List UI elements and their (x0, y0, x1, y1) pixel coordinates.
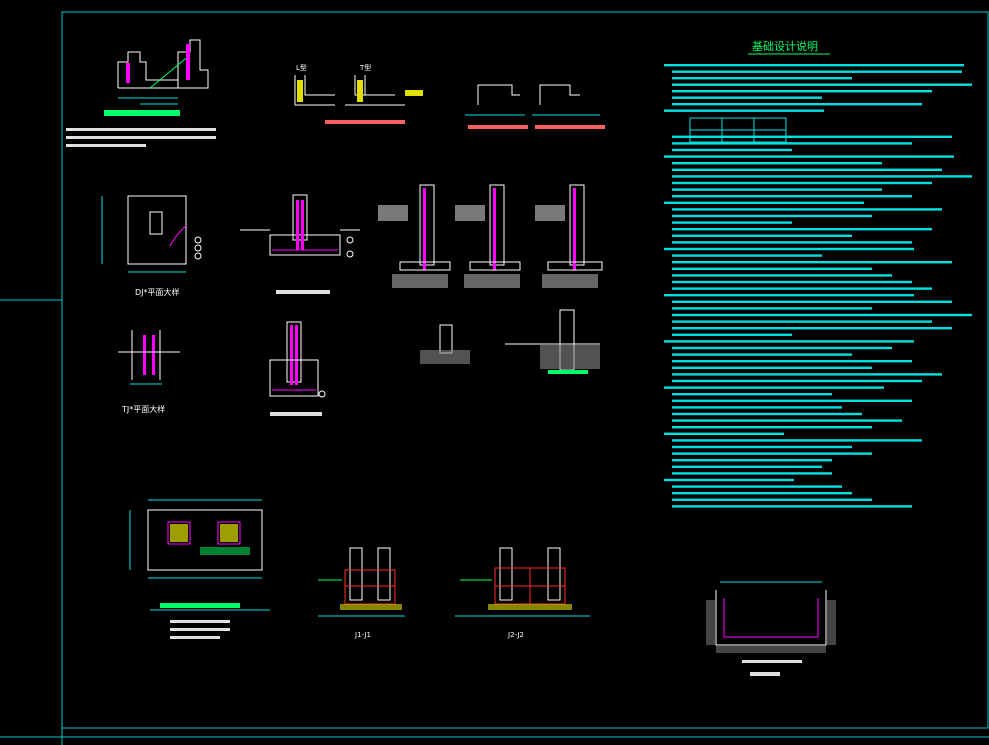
notes-line (672, 142, 912, 145)
caption-plan-tj: TJ*平面大样 (121, 404, 165, 414)
notes-line (672, 234, 852, 237)
notes-text-lines (664, 64, 972, 508)
notes-line (672, 419, 902, 422)
notes-line (672, 214, 872, 218)
notes-line (672, 492, 852, 495)
notes-line (672, 452, 872, 455)
notes-line (672, 188, 882, 191)
notes-line (664, 64, 964, 67)
label-l-type: L型 (296, 63, 307, 72)
section-footing-2 (269, 321, 326, 398)
notes-line (672, 373, 942, 376)
caption-plan-dj: DJ*平面大样 (135, 287, 180, 297)
notes-line (672, 195, 912, 198)
notes-line (672, 307, 872, 310)
notes-line (672, 426, 872, 429)
notes-line (672, 393, 832, 396)
notes-line (664, 109, 824, 112)
notes-line (672, 505, 912, 508)
section-foundation-edge (420, 309, 600, 374)
section-pit-detail (706, 581, 836, 676)
notes-line (672, 399, 912, 402)
notes-line (672, 327, 952, 330)
notes-line (672, 228, 932, 231)
notes-line (672, 135, 952, 138)
notes-line (672, 70, 962, 73)
notes-line (672, 360, 912, 363)
notes-line (664, 432, 784, 435)
notes-line (672, 445, 852, 449)
notes-line (672, 241, 912, 244)
notes-table (689, 117, 787, 143)
notes-line (672, 472, 832, 475)
notes-line (672, 465, 822, 468)
plan-dj-footing (101, 195, 202, 273)
section-j1 (318, 547, 405, 617)
notes-line (664, 478, 794, 482)
notes-line (672, 96, 822, 99)
notes-line (672, 175, 972, 178)
notes-line (672, 181, 932, 185)
section-j2 (455, 547, 590, 617)
notes-line (672, 353, 852, 356)
notes-line (672, 320, 932, 323)
notes-line (672, 406, 842, 409)
notes-title: 基础设计说明 (752, 39, 818, 53)
notes-line (672, 103, 922, 106)
notes-line (672, 366, 872, 369)
notes-line (672, 439, 922, 442)
notes-line (672, 261, 952, 264)
notes-line (672, 379, 922, 383)
notes-line (664, 155, 954, 158)
notes-line (672, 90, 932, 93)
notes-line (672, 346, 892, 350)
notes-line (672, 313, 972, 317)
caption-section-j2: J2-J2 (507, 631, 524, 639)
notes-line (672, 254, 822, 257)
detail-step-footing-note (66, 110, 216, 147)
notes-line (672, 221, 792, 224)
plan-double-footing (129, 499, 263, 579)
notes-line (672, 287, 932, 290)
notes-line (672, 333, 792, 336)
notes-line (672, 300, 952, 303)
notes-line (672, 148, 792, 152)
notes-line (672, 168, 942, 171)
notes-line (672, 208, 942, 211)
detail-step-profiles (465, 84, 605, 129)
notes-line (672, 267, 872, 270)
notes-line (664, 386, 884, 389)
notes-line (664, 294, 914, 297)
caption-section-j1: J1-J1 (354, 631, 371, 639)
plan-tj-strip (118, 330, 180, 385)
section-column-details (378, 184, 603, 288)
notes-line (672, 274, 892, 277)
detail-strip-beam-plans (294, 75, 423, 124)
notes-line (672, 77, 852, 80)
notes-line (664, 247, 914, 251)
drawing-frame (0, 11, 989, 745)
notes-line (672, 459, 832, 462)
notes-line (664, 201, 864, 204)
notes-line (672, 83, 972, 86)
notes-line (672, 280, 912, 284)
notes-line (664, 340, 914, 343)
detail-step-footing (117, 39, 209, 105)
notes-line (672, 485, 842, 488)
label-t-type: T型 (359, 63, 371, 72)
notes-line (672, 162, 882, 165)
notes-line (672, 412, 862, 416)
section-footing-1 (240, 194, 360, 258)
notes-line (672, 498, 872, 501)
